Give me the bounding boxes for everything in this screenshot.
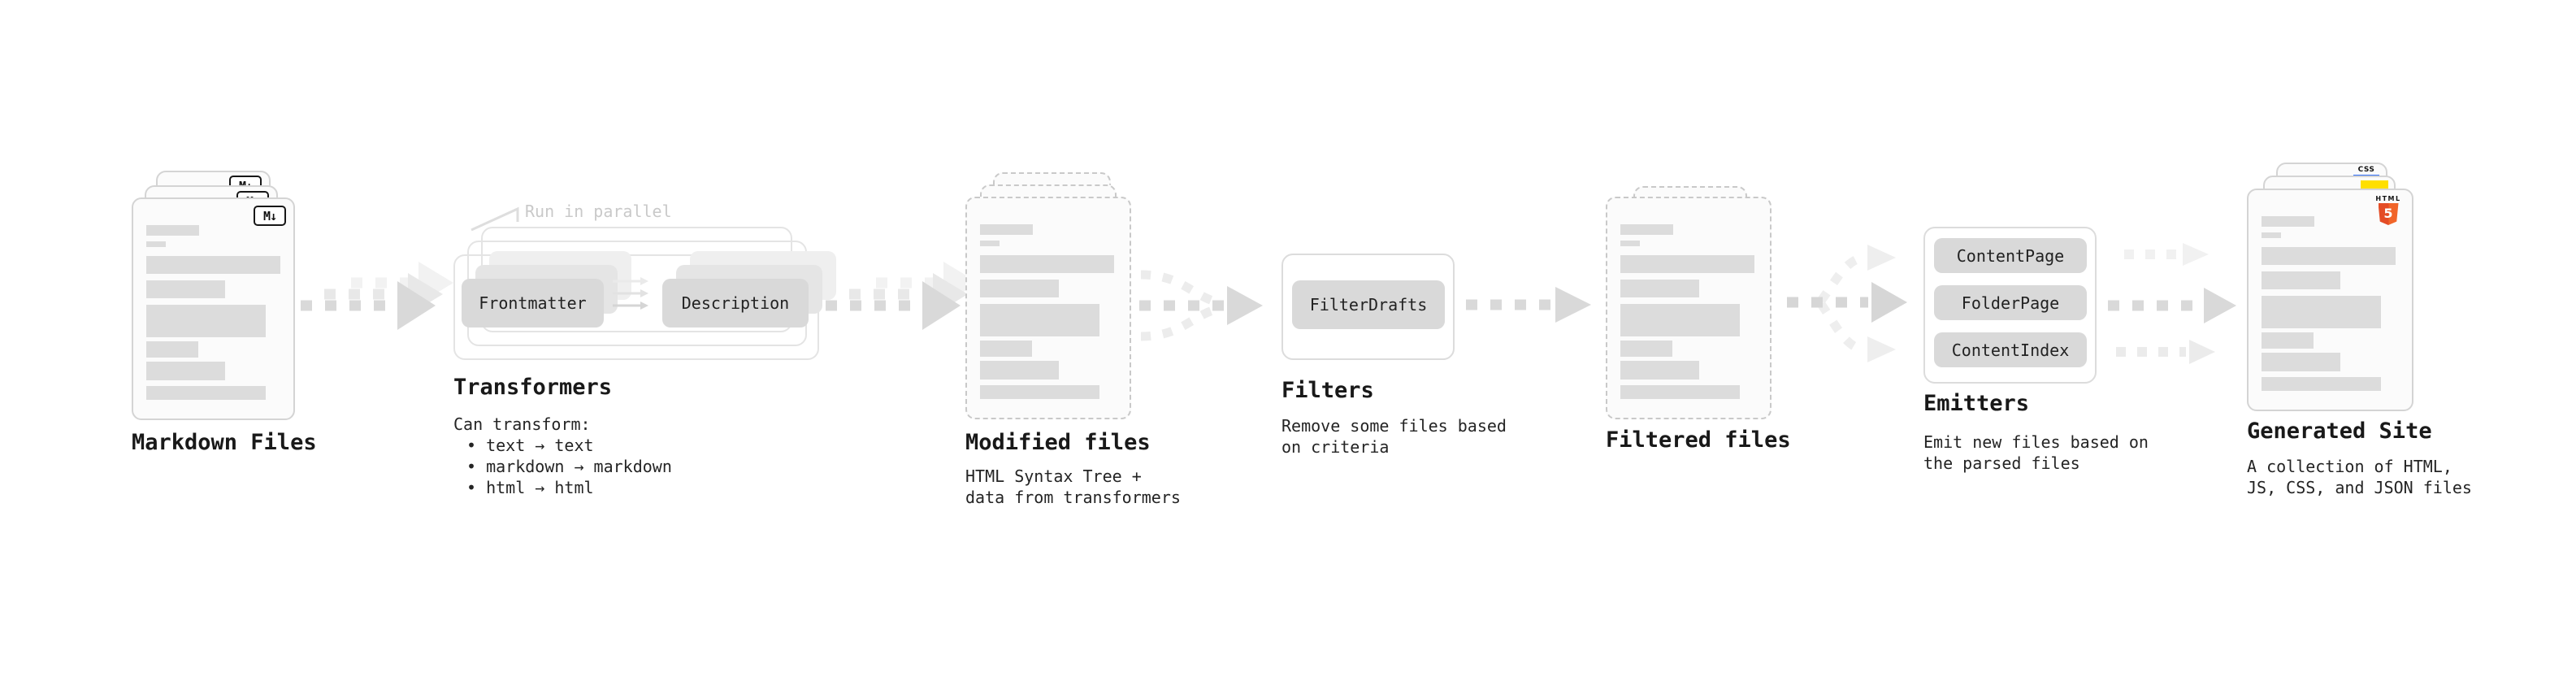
text-line-placeholder bbox=[2262, 247, 2396, 265]
text-line-placeholder bbox=[2262, 377, 2381, 391]
text-line-placeholder bbox=[980, 224, 1033, 235]
stage-desc-filters: Remove some files based on criteria bbox=[1281, 415, 1507, 458]
text-line-placeholder bbox=[146, 280, 225, 298]
text-line-placeholder bbox=[2262, 296, 2381, 328]
text-line-placeholder bbox=[146, 241, 166, 247]
frontmatter-chip: Frontmatter bbox=[462, 279, 604, 327]
desc-line: Remove some files based bbox=[1281, 416, 1507, 436]
text-line-placeholder bbox=[980, 280, 1059, 297]
text-line-placeholder bbox=[146, 362, 225, 380]
filtered-file-card-front bbox=[1606, 197, 1772, 419]
text-line-placeholder bbox=[980, 385, 1099, 399]
arrow-merge-modified-to-filters bbox=[1139, 270, 1263, 341]
content-index-chip: ContentIndex bbox=[1934, 332, 2087, 367]
html5-icon-shield: 5 bbox=[2378, 203, 2399, 225]
desc-line: Emit new files based on bbox=[1923, 432, 2149, 452]
text-line-placeholder bbox=[2262, 232, 2281, 238]
text-line-placeholder bbox=[980, 255, 1114, 273]
text-line-placeholder bbox=[1620, 385, 1740, 399]
desc-line: A collection of HTML, bbox=[2247, 457, 2452, 476]
text-line-placeholder bbox=[2262, 271, 2340, 289]
stage-title-generated-site: Generated Site bbox=[2247, 419, 2432, 444]
stage-desc-generated-site: A collection of HTML, JS, CSS, and JSON … bbox=[2247, 456, 2472, 498]
js-icon bbox=[2361, 180, 2388, 189]
text-line-placeholder bbox=[1620, 304, 1740, 336]
stage-title-filtered-files: Filtered files bbox=[1606, 427, 1791, 453]
stage-desc-emitters: Emit new files based on the parsed files bbox=[1923, 432, 2149, 474]
html5-icon: HTML 5 bbox=[2374, 195, 2402, 225]
text-line-placeholder bbox=[146, 256, 280, 274]
desc-bullet: • text → text bbox=[466, 436, 594, 455]
modified-file-card-front bbox=[965, 197, 1131, 419]
text-line-placeholder bbox=[1620, 241, 1640, 246]
text-line-placeholder bbox=[1620, 340, 1672, 357]
desc-bullet: • markdown → markdown bbox=[466, 457, 672, 476]
arrow-filters-to-filtered bbox=[1466, 287, 1591, 323]
desc-line: on criteria bbox=[1281, 437, 1390, 457]
file-skeleton bbox=[967, 198, 1130, 418]
text-line-placeholder bbox=[980, 241, 1000, 246]
stage-title-emitters: Emitters bbox=[1923, 391, 2030, 416]
text-line-placeholder bbox=[1620, 361, 1699, 380]
text-line-placeholder bbox=[1620, 255, 1754, 273]
text-line-placeholder bbox=[146, 386, 266, 400]
arrows-emitters-to-site bbox=[2108, 243, 2236, 364]
text-line-placeholder bbox=[146, 305, 266, 337]
text-line-placeholder bbox=[2262, 216, 2314, 227]
stage-title-modified-files: Modified files bbox=[965, 430, 1151, 455]
desc-bullet: • html → html bbox=[466, 478, 594, 497]
stage-desc-transformers: Can transform: • text → text • markdown … bbox=[453, 414, 672, 498]
text-line-placeholder bbox=[980, 361, 1059, 380]
text-line-placeholder bbox=[2262, 332, 2314, 349]
stage-title-filters: Filters bbox=[1281, 378, 1374, 403]
text-line-placeholder bbox=[1620, 280, 1699, 297]
callout-line bbox=[471, 206, 519, 232]
desc-line: the parsed files bbox=[1923, 453, 2080, 473]
css-icon-label: CSS bbox=[2357, 166, 2375, 174]
text-line-placeholder bbox=[980, 340, 1032, 357]
markdown-icon: M↓ bbox=[254, 206, 286, 226]
file-skeleton bbox=[133, 199, 293, 419]
desc-line: JS, CSS, and JSON files bbox=[2247, 478, 2472, 497]
arrow-transformers-to-modified bbox=[826, 262, 978, 330]
text-line-placeholder bbox=[146, 341, 198, 358]
file-skeleton bbox=[1607, 198, 1770, 418]
folder-page-chip: FolderPage bbox=[1934, 285, 2087, 320]
markdown-file-card-front: M↓ bbox=[132, 197, 295, 420]
run-in-parallel-note: Run in parallel bbox=[525, 202, 672, 221]
stage-title-transformers: Transformers bbox=[453, 375, 613, 400]
stage-title-markdown-files: Markdown Files bbox=[132, 430, 317, 455]
description-chip: Description bbox=[662, 279, 809, 327]
file-skeleton bbox=[2249, 190, 2412, 410]
stage-desc-modified-files: HTML Syntax Tree + data from transformer… bbox=[965, 466, 1181, 508]
desc-line: HTML Syntax Tree + bbox=[965, 466, 1142, 486]
arrow-markdown-to-transformers bbox=[301, 262, 453, 330]
arrow-fanout-filtered-to-emitters bbox=[1787, 245, 1907, 362]
text-line-placeholder bbox=[2262, 353, 2340, 371]
text-line-placeholder bbox=[146, 225, 199, 236]
text-line-placeholder bbox=[980, 304, 1099, 336]
site-file-card-html: HTML 5 bbox=[2247, 189, 2413, 411]
parallel-arrows-icon bbox=[613, 277, 648, 310]
text-line-placeholder bbox=[1620, 224, 1673, 235]
html5-icon-word: HTML bbox=[2375, 195, 2401, 202]
desc-line: data from transformers bbox=[965, 488, 1181, 507]
filter-drafts-chip: FilterDrafts bbox=[1292, 280, 1445, 329]
desc-line: Can transform: bbox=[453, 414, 591, 434]
content-page-chip: ContentPage bbox=[1934, 238, 2087, 273]
